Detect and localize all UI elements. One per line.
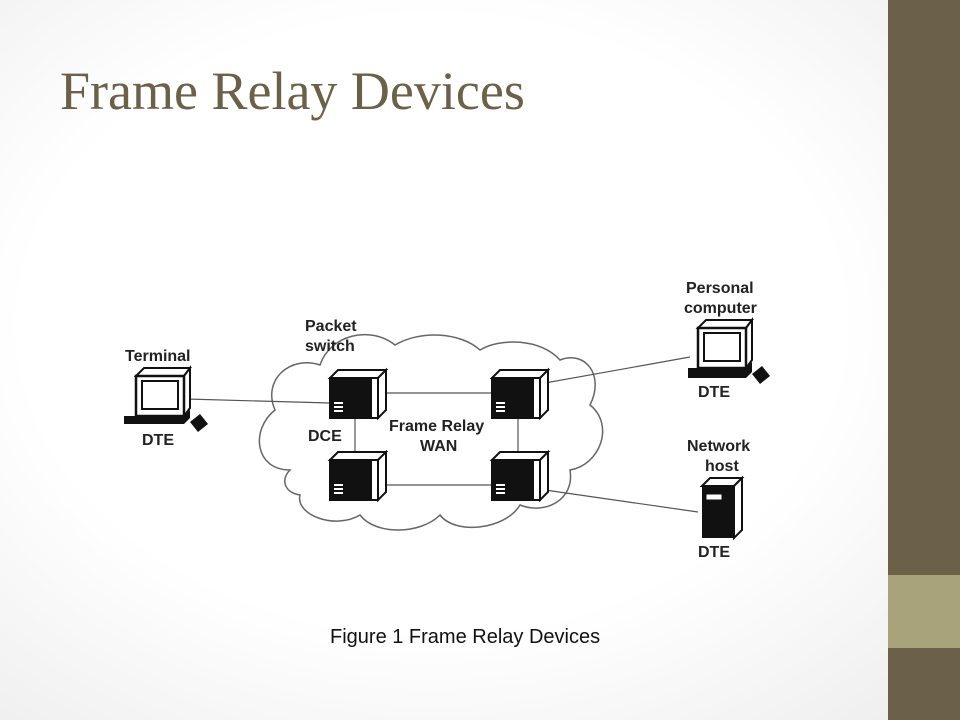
wan-label-line1: Frame Relay [389, 418, 484, 435]
connection-lines [185, 356, 699, 513]
personal-computer-icon [688, 317, 770, 384]
frame-relay-diagram: Terminal DTE Packet switch DCE Frame Rel… [124, 280, 770, 561]
packet-switch-label-line1: Packet [305, 318, 357, 335]
sidebar-bottom-block [888, 648, 960, 720]
wan-label-line2: WAN [420, 438, 457, 455]
packet-switch-icon [329, 369, 387, 419]
sidebar-top-block [888, 0, 960, 575]
personal-computer-dte-label: DTE [698, 384, 730, 401]
network-host-icon [699, 475, 745, 541]
sidebar-middle-block [888, 575, 960, 648]
figure-caption: Figure 1 Frame Relay Devices [330, 626, 601, 648]
terminal-label: Terminal [125, 348, 191, 365]
packet-switch-label-line2: switch [305, 338, 355, 355]
slide-title: Frame Relay Devices [60, 61, 525, 121]
terminal-dte-label: DTE [142, 432, 174, 449]
personal-computer-label-line2: computer [684, 300, 757, 317]
packet-switch-icon [491, 369, 549, 419]
network-host-label-line2: host [705, 458, 739, 475]
network-host-label-line1: Network [687, 438, 750, 455]
personal-computer-label-line1: Personal [686, 280, 754, 297]
packet-switch-icon [491, 451, 549, 501]
dce-label: DCE [308, 428, 342, 445]
terminal-icon [124, 365, 208, 432]
network-host-dte-label: DTE [698, 544, 730, 561]
packet-switch-icon [329, 451, 387, 501]
